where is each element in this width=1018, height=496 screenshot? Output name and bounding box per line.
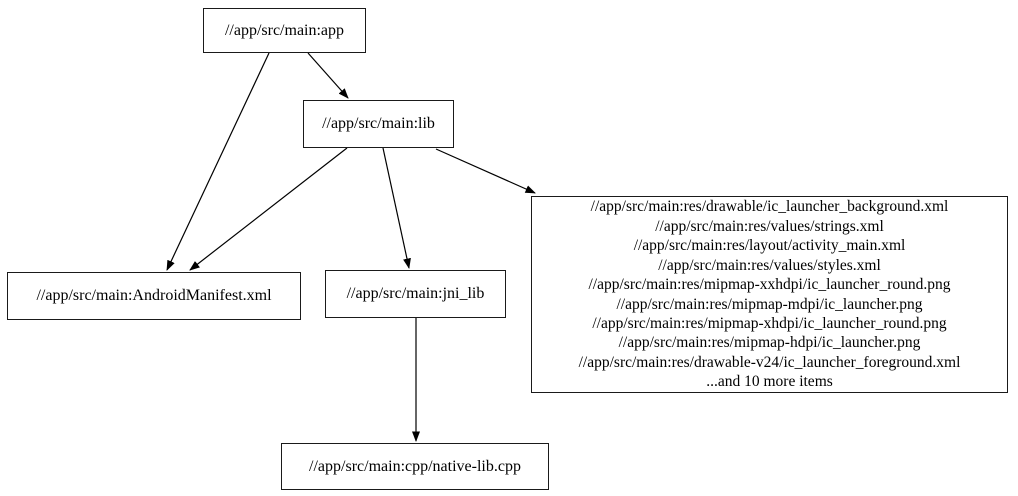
graph-node-lib: //app/src/main:lib — [303, 100, 454, 148]
resource-item: //app/src/main:res/mipmap-hdpi/ic_launch… — [618, 334, 921, 352]
resource-item: //app/src/main:res/values/styles.xml — [658, 256, 881, 274]
edge-lib-to-resources — [435, 148, 536, 194]
graph-node-native-lib-cpp: //app/src/main:cpp/native-lib.cpp — [281, 443, 549, 490]
resource-item: //app/src/main:res/drawable-v24/ic_launc… — [578, 353, 961, 371]
resource-item: //app/src/main:res/drawable/ic_launcher_… — [590, 198, 949, 216]
graph-node-jni-lib-label: //app/src/main:jni_lib — [346, 285, 485, 303]
graph-node-jni-lib: //app/src/main:jni_lib — [325, 270, 506, 318]
graph-node-app-label: //app/src/main:app — [224, 21, 345, 39]
resource-item: //app/src/main:res/layout/activity_main.… — [633, 237, 906, 255]
graph-node-native-lib-cpp-label: //app/src/main:cpp/native-lib.cpp — [309, 457, 521, 475]
resource-item: //app/src/main:res/mipmap-mdpi/ic_launch… — [616, 295, 923, 313]
resource-more-items: ...and 10 more items — [706, 373, 833, 391]
graph-node-resources-group: //app/src/main:res/drawable/ic_launcher_… — [531, 196, 1008, 393]
resource-item: //app/src/main:res/mipmap-xxhdpi/ic_laun… — [588, 276, 951, 294]
graph-node-android-manifest: //app/src/main:AndroidManifest.xml — [7, 272, 301, 320]
edge-app-to-manifest — [166, 52, 270, 271]
edge-lib-to-jni-lib — [382, 147, 411, 269]
graph-node-android-manifest-label: //app/src/main:AndroidManifest.xml — [36, 287, 272, 305]
resource-item: //app/src/main:res/values/strings.xml — [655, 217, 884, 235]
graph-node-app: //app/src/main:app — [203, 8, 366, 53]
edge-app-to-lib — [307, 52, 349, 99]
edge-lib-to-manifest — [189, 147, 348, 271]
graph-node-lib-label: //app/src/main:lib — [322, 115, 435, 133]
resource-item: //app/src/main:res/mipmap-xhdpi/ic_launc… — [592, 314, 947, 332]
